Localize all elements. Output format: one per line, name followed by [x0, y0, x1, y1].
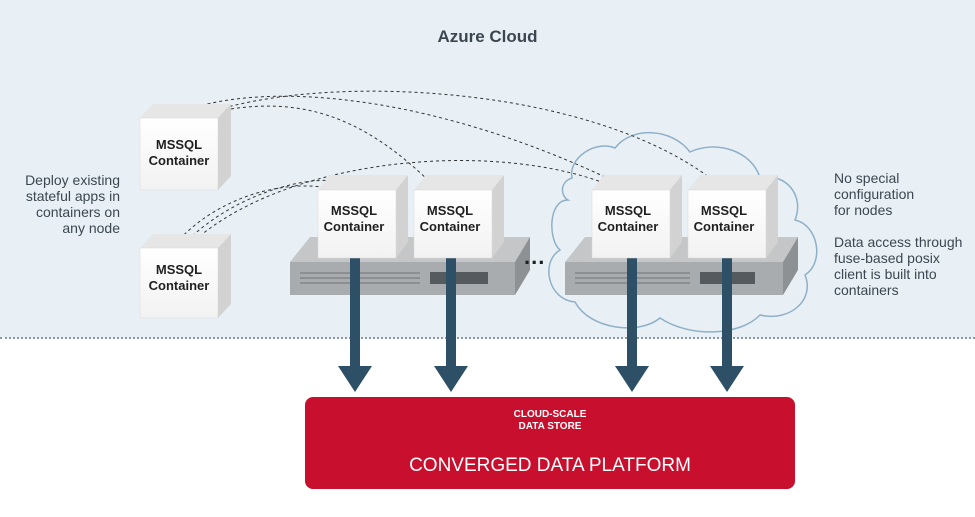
container-label-line2: Container — [597, 219, 659, 234]
migration-path-5 — [187, 179, 349, 241]
arrow-1 — [338, 258, 372, 392]
cube-2 — [139, 234, 231, 319]
cube-6 — [687, 175, 778, 259]
container-label: MSSQL Container — [692, 203, 756, 235]
container-label: MSSQL Container — [147, 262, 211, 294]
container-label-line2: Container — [148, 278, 210, 293]
cube-1 — [139, 104, 231, 191]
container-label-line1: MSSQL — [426, 203, 474, 218]
container-label: MSSQL Container — [596, 203, 660, 235]
note-line: Deploy existing — [25, 172, 120, 188]
platform-subtitle-line1: CLOUD-SCALE — [513, 409, 587, 420]
note-line: Data access through — [834, 234, 963, 250]
note-line: configuration — [834, 186, 915, 202]
container-label-line2: Container — [148, 153, 210, 168]
cube-4 — [413, 175, 504, 259]
note-line: fuse-based posix — [834, 250, 940, 266]
container-label-line1: MSSQL — [700, 203, 748, 218]
note-line: No special — [834, 170, 900, 186]
container-label-line2: Container — [693, 219, 755, 234]
platform-subtitle: CLOUD-SCALE DATA STORE — [305, 409, 795, 433]
container-label: MSSQL Container — [322, 203, 386, 235]
container-label-line2: Container — [323, 219, 385, 234]
note-line: any node — [62, 220, 120, 236]
note-line: containers on — [35, 204, 120, 220]
note-no-special-config: No special configuration for nodes — [834, 170, 974, 218]
note-deploy-existing: Deploy existing stateful apps in contain… — [8, 172, 120, 236]
migration-path-4 — [171, 185, 356, 249]
note-data-access: Data access through fuse-based posix cli… — [834, 234, 974, 298]
container-label-line1: MSSQL — [155, 137, 203, 152]
note-line: containers — [834, 282, 899, 298]
container-label-line2: Container — [419, 219, 481, 234]
note-line: client is built into — [834, 266, 937, 282]
container-label: MSSQL Container — [418, 203, 482, 235]
platform-title: CONVERGED DATA PLATFORM — [409, 455, 691, 476]
arrow-4 — [710, 258, 744, 392]
cube-3 — [317, 175, 408, 259]
note-line: for nodes — [834, 202, 893, 218]
migration-path-1 — [167, 95, 629, 189]
arrow-2 — [434, 258, 468, 392]
container-label-line1: MSSQL — [330, 203, 378, 218]
note-line: stateful apps in — [25, 188, 120, 204]
arrow-3 — [615, 258, 649, 392]
migration-path-2 — [189, 90, 726, 191]
platform-subtitle-line2: DATA STORE — [518, 421, 582, 432]
data-arrows — [338, 258, 744, 392]
container-label-line1: MSSQL — [604, 203, 652, 218]
diagram-title: Azure Cloud — [437, 27, 538, 46]
cube-5 — [591, 175, 682, 259]
more-nodes-ellipsis: ... — [524, 244, 546, 269]
converged-data-platform: CLOUD-SCALE DATA STORE CONVERGED DATA PL… — [305, 397, 795, 489]
cloud-boundary-divider — [0, 337, 975, 339]
container-label: MSSQL Container — [147, 137, 211, 169]
container-label-line1: MSSQL — [155, 262, 203, 277]
